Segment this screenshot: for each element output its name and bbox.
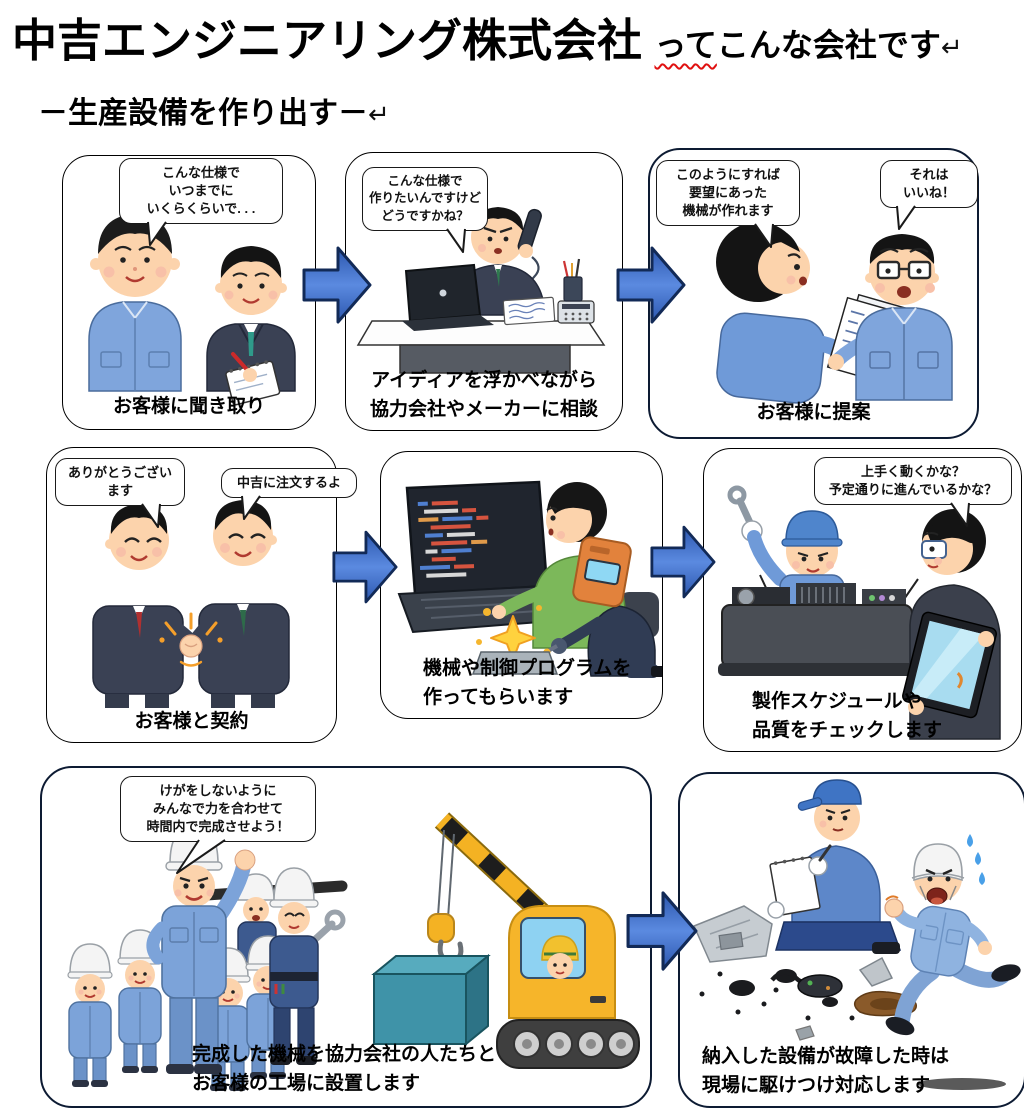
flow-arrow-1 xyxy=(302,246,372,324)
sweat-drops-icon xyxy=(967,834,985,885)
panel-contract: ありがとうござい ます 中吉に注文するよ お客様と契約 xyxy=(46,447,357,743)
repair-response-illustration xyxy=(692,779,1021,1090)
document-title: 中吉エンジニアリング株式会社 ってこんな会社です↵ xyxy=(12,4,963,69)
speech-bubble: こんな仕様で いつまでに いくらくらいで. . . xyxy=(119,158,283,246)
panel-caption: アイディアを浮かべながら 協力会社やメーカーに相談 xyxy=(369,370,598,420)
return-mark-icon: ↵ xyxy=(940,32,963,62)
broken-parts-debris xyxy=(692,905,917,1041)
subtitle-text: －生産設備を作り出す－ xyxy=(38,97,368,130)
speech-bubble-text: それは いいね！ xyxy=(902,167,955,200)
calculator-icon xyxy=(557,300,595,324)
motion-shadow xyxy=(918,1078,1006,1090)
panel-caption: お客様に聞き取り xyxy=(112,395,265,417)
panel-caption: 完成した機械を協力会社の人たちと お客様の工場に設置します xyxy=(192,1044,497,1094)
panel-proposal: このようにすれば 要望にあった 機械が作れます それは いいね！ お客様に提案 xyxy=(648,148,979,439)
title-tagline: ってこんな会社です xyxy=(654,27,940,63)
speech-bubble-text: けがをしないように みんなで力を合わせて 時間内で完成させよう！ xyxy=(146,783,290,834)
pen-cup-icon xyxy=(562,258,583,302)
speech-bubble-text: 中吉に注文するよ xyxy=(236,475,341,490)
company-name: 中吉エンジニアリング株式会社 xyxy=(12,15,643,66)
panel-quality-check: 上手く動くかな？ 予定通りに進んでいるかな？ 製作スケジュールや 品質をチェック… xyxy=(703,448,1022,752)
desk xyxy=(356,320,606,374)
programming-welding-illustration xyxy=(397,480,662,678)
inspecting-worker-figure xyxy=(767,779,902,954)
flow-arrow-2 xyxy=(616,246,686,324)
panel-caption: お客様に提案 xyxy=(756,401,871,423)
speech-bubble-text: こんな仕様で 作りたいんですけど どうですかね？ xyxy=(369,174,481,223)
return-mark-icon: ↵ xyxy=(368,99,390,129)
crane-hook-block xyxy=(427,913,455,943)
panel-caption: 製作スケジュールや 品質をチェックします xyxy=(752,691,943,741)
panel-caption: 機械や制御プログラムを 作ってもらいます xyxy=(423,658,632,708)
notepad-icon xyxy=(769,856,821,916)
panel-consult-partners: こんな仕様で 作りたいんですけど どうですかね？ アイディアを浮かべながら 協力… xyxy=(345,152,623,431)
speech-bubble-text: ありがとうござい ます xyxy=(67,465,172,498)
customer-hearing-illustration xyxy=(88,214,296,406)
metal-block xyxy=(471,651,559,675)
document-subtitle: －生産設備を作り出す－↵ xyxy=(38,88,390,132)
laptop-icon xyxy=(402,263,494,331)
partner-worker-figure xyxy=(269,867,346,1065)
businessman-right-figure xyxy=(184,500,290,708)
panel-build-machine: 機械や制御プログラムを 作ってもらいます xyxy=(380,451,663,719)
proposal-illustration xyxy=(716,222,953,404)
inspector-figure xyxy=(902,509,1001,740)
speech-bubble-text: 上手く動くかな？ 予定通りに進んでいるかな？ xyxy=(828,464,998,497)
panel-customer-hearing: こんな仕様で いつまでに いくらくらいで. . . お客様に聞き取り xyxy=(62,155,316,430)
speech-bubble: こんな仕様で 作りたいんですけど どうですかね？ xyxy=(362,167,488,253)
phone-consult-illustration xyxy=(356,207,606,374)
flow-arrow-4 xyxy=(650,525,716,599)
speech-bubble: このようにすれば 要望にあった 機械が作れます xyxy=(656,160,800,248)
flow-arrow-3 xyxy=(332,530,398,604)
welding-mask-icon xyxy=(572,536,632,608)
panel-caption: お客様と契約 xyxy=(134,710,249,732)
customer-glasses-figure xyxy=(828,234,953,401)
notepad xyxy=(225,360,281,406)
businessman-left-figure xyxy=(92,504,202,708)
machine xyxy=(718,574,919,676)
tagline-rest: こんな会社です xyxy=(716,27,941,63)
handshake-illustration xyxy=(92,500,290,708)
crane-illustration xyxy=(427,812,640,1069)
panel-breakdown-support: 納入した設備が故障した時は 現場に駆けつけ対応します xyxy=(678,772,1024,1108)
speech-bubble-text: こんな仕様で いつまでに いくらくらいで. . . xyxy=(146,165,256,216)
speech-bubble: 上手く動くかな？ 予定通りに進んでいるかな？ xyxy=(814,457,1012,527)
speech-bubble-text: このようにすれば 要望にあった 機械が作れます xyxy=(675,167,781,218)
red-pen-icon xyxy=(231,352,251,374)
crane-driver-figure xyxy=(541,935,579,979)
schedule-check-illustration xyxy=(718,485,1001,740)
panel-caption: 納入した設備が故障した時は 現場に駆けつけ対応します xyxy=(702,1046,950,1096)
interviewer-figure xyxy=(206,246,296,406)
flow-arrow-5 xyxy=(626,891,698,971)
machine-crate xyxy=(371,953,491,1047)
speech-bubble: 中吉に注文するよ xyxy=(221,468,357,520)
running-worker-figure xyxy=(884,834,1021,1090)
welder-figure xyxy=(538,536,662,678)
speech-bubble: ありがとうござい ます xyxy=(55,458,185,528)
handshake-hands xyxy=(179,634,203,658)
speech-bubble: それは いいね！ xyxy=(880,160,978,230)
spellcheck-squiggle-text: って xyxy=(654,27,717,63)
document-sheet xyxy=(502,296,556,326)
speech-bubble: けがをしないように みんなで力を合わせて 時間内で完成させよう！ xyxy=(120,776,316,874)
sparkle-icon xyxy=(159,612,223,667)
panel-install: けがをしないように みんなで力を合わせて 時間内で完成させよう！ 完成した機械を… xyxy=(40,766,652,1108)
tablet-icon xyxy=(902,611,997,719)
